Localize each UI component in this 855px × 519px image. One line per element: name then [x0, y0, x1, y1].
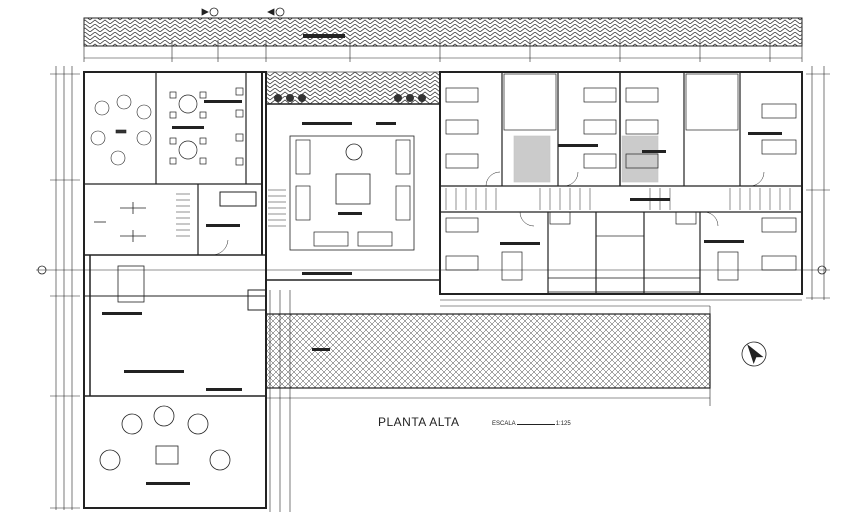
lounge-chairs: [90, 94, 152, 166]
beds: [445, 87, 797, 281]
label-bar: [102, 312, 142, 315]
scale-underline: [516, 420, 555, 425]
label-bar: [146, 482, 190, 485]
dining-tables: [169, 87, 244, 166]
central-lounge: [265, 103, 441, 281]
left-wing: [83, 71, 267, 509]
column: [247, 289, 267, 311]
label-bar: [500, 242, 540, 245]
section-marker-icon: [37, 7, 827, 275]
bottom-strip: [547, 277, 701, 293]
scale-label: ESCALA: [492, 421, 516, 427]
central-stairs: [268, 189, 286, 227]
corridor-railing: [445, 188, 791, 210]
door-swings: [211, 171, 765, 256]
dimension-right: [806, 66, 830, 300]
label-bar: [704, 240, 744, 243]
bedroom-block: [439, 71, 803, 295]
label-bar: [630, 198, 670, 201]
balcony-hatch: [265, 313, 711, 389]
counter: [117, 265, 145, 303]
label-bar: [206, 224, 240, 227]
balcony-dimension: [266, 290, 802, 512]
drawing-title: PLANTA ALTA: [378, 415, 460, 429]
label-bar: [376, 122, 396, 125]
label-bar: [642, 150, 666, 153]
label-bar: [204, 100, 242, 103]
label-bar: [338, 212, 362, 215]
plant-group: [274, 94, 426, 102]
label-bar: [302, 122, 352, 125]
label-bar: [172, 126, 204, 129]
stair-steps: [176, 193, 190, 237]
label-bar: [206, 388, 242, 391]
scale-value: 1:125: [555, 421, 571, 427]
dimension-top: [83, 40, 803, 62]
dimension-left: [50, 66, 80, 510]
label-bar: [558, 144, 598, 147]
roof-label-bar: [303, 34, 345, 38]
label-bar: [124, 370, 184, 373]
north-arrow-icon: [741, 341, 767, 367]
gym-equipment: [94, 202, 146, 242]
stairs-box: [219, 191, 257, 207]
label-bar: [748, 132, 782, 135]
drawing-scale: ESCALA 1:125: [492, 420, 571, 427]
bathrooms: [503, 73, 739, 293]
lounge-chairs-bottom: [99, 405, 231, 471]
label-bar: [312, 348, 330, 351]
roof-band: [83, 17, 803, 47]
label-bar: [302, 272, 352, 275]
